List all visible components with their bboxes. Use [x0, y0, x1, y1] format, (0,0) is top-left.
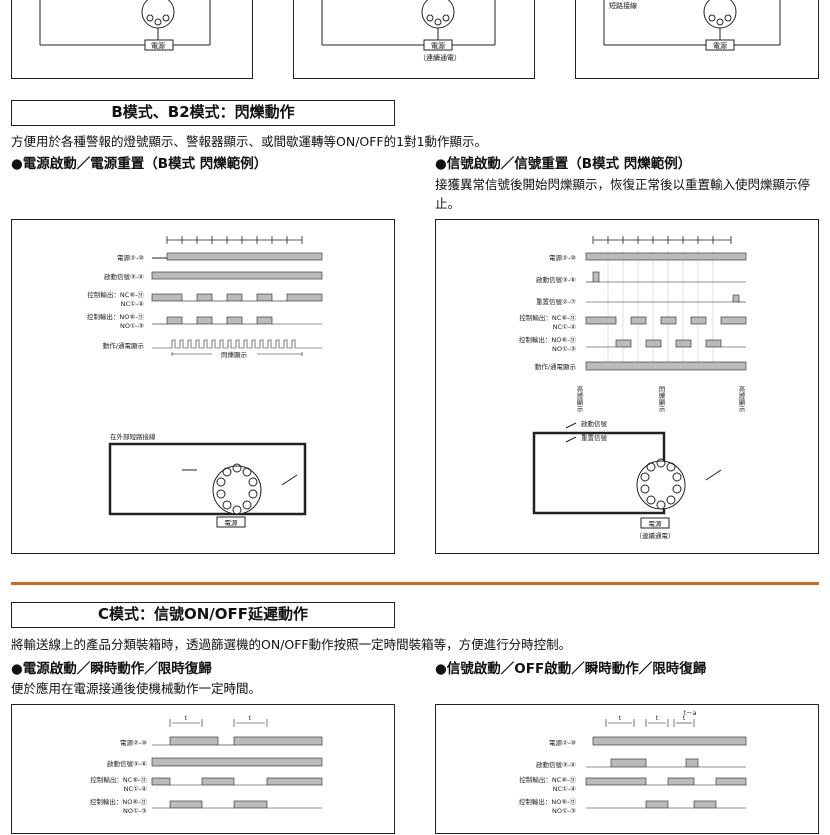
c-left-start-trace [151, 757, 323, 767]
c-left-t-label: t [185, 714, 188, 722]
b-left-timing-svg: 電源②-⑩ 啟動信號③-⑥ 控制輸出：NC⑧-⑪ NC①-④ 控制輸出：NO⑧-… [87, 236, 323, 528]
b-right-vlabel-2: 閃爍顯示 [657, 386, 665, 413]
b-left-t-ticks [166, 236, 303, 244]
b-right-power-label: 電源 [649, 519, 663, 528]
top-middle-continuous-label: （連續通電） [419, 54, 461, 62]
c-right-no-trace [586, 800, 746, 809]
c-right-t-label-1: t [619, 714, 622, 722]
b-right-label-start: 啟動信號③-⑥ [536, 275, 576, 284]
b-right-continuous-label: （連續通電） [636, 531, 675, 540]
b-left-label-nc1: 控制輸出：NC⑧-⑪ [87, 290, 144, 299]
c-right-timing-svg: t t t t－a 電源②-⑩ 啟動信號③-⑥ 控制輸出：NC⑧-⑪ [519, 709, 747, 815]
b-right-display-trace [585, 361, 747, 371]
c-right-nc-trace [585, 777, 747, 786]
top-middle-socket [321, 0, 496, 51]
c-right-label-start: 啟動信號③-⑥ [536, 760, 576, 769]
b-right-label-nc2: NC①-④ [553, 323, 577, 331]
section-separator [11, 582, 819, 585]
b-right-wiring [532, 422, 722, 529]
top-right-socket [603, 0, 781, 51]
b-right-t-ticks [592, 236, 732, 244]
b-right-label-no1: 控制輸出：NO⑧-⑪ [519, 335, 577, 344]
c-left-t-label-2: t [249, 714, 252, 722]
b-left-chart-box: 電源②-⑩ 啟動信號③-⑥ 控制輸出：NC⑧-⑪ NC①-④ 控制輸出：NO⑧-… [11, 219, 395, 554]
b-left-wiring [108, 442, 307, 528]
b-left-label-no1: 控制輸出：NO⑧-⑪ [87, 312, 145, 321]
b-left-label-start: 啟動信號③-⑥ [104, 272, 144, 281]
c-left-no-trace [152, 800, 322, 809]
b-left-label-no2: NO①-③ [120, 322, 144, 330]
b-right-reset-signal-label: 重置信號 [581, 433, 608, 442]
c-left-power-trace [152, 736, 323, 746]
top-left-box [11, 0, 253, 79]
c-right-chart-box: t t t t－a 電源②-⑩ 啟動信號③-⑥ 控制輸出：NC⑧-⑪ [435, 704, 819, 834]
b-right-start-trace [586, 271, 746, 283]
top-middle-power-label: 電源 [431, 42, 445, 50]
c-mode-heading: C模式：信號ON/OFF延遲動作 [11, 602, 395, 628]
b-left-subtitle: ●電源啟動／電源重置（B模式 閃爍範例） [11, 156, 268, 172]
b-right-label-power: 電源②-⑩ [549, 253, 576, 262]
b-right-description: 接獲異常信號後開始閃爍顯示，恢復正常後以重置輸入使閃爍顯示停止。 [435, 177, 811, 211]
b-right-grid [607, 250, 714, 370]
b-right-start-signal-label: 啟動信號 [581, 419, 608, 428]
c-right-ta-label: t－a [683, 709, 696, 717]
c-mode-description: 將輸送線上的產品分類裝箱時，透過篩選機的ON/OFF動作按照一定時間裝箱等，方便… [11, 637, 572, 652]
c-right-start-trace [586, 758, 746, 768]
b-right-chart-box: 電源②-⑩ 啟動信號③-⑥ 重置信號②-⑦ 控制輸出：NC⑧-⑪ NC①-④ 控… [435, 219, 819, 554]
c-left-label-power: 電源②-⑩ [120, 738, 147, 747]
b-mode-heading: B模式、B2模式：閃爍動作 [11, 100, 395, 126]
c-left-label-nc1: 控制輸出：NC⑧-⑪ [90, 775, 147, 784]
c-right-label-power: 電源②-⑩ [549, 738, 576, 747]
b-right-label-display: 動作/通電顯示 [535, 362, 577, 371]
b-right-vlabel-3: 亮燈顯示 [737, 385, 745, 413]
c-left-description: 便於應用在電源接通後使機械動作一定時間。 [11, 681, 262, 696]
b-right-nc-trace [585, 316, 747, 325]
b-left-display-trace [152, 339, 322, 356]
c-left-label-no1: 控制輸出：NO⑧-⑪ [90, 797, 148, 806]
b-right-vlabel-1: 亮燈顯示 [575, 385, 583, 413]
c-right-t-markers [605, 719, 695, 727]
c-right-power-trace [592, 736, 747, 746]
b-left-label-display: 動作/通電顯示 [103, 341, 145, 350]
c-left-t-markers [169, 719, 268, 727]
top-right-power-label: 電源 [713, 42, 727, 50]
b-left-power-trace [152, 252, 323, 261]
b-left-start-trace [151, 271, 323, 280]
b-right-subtitle: ●信號啟動／信號重置（B模式 閃爍範例） [435, 156, 692, 172]
c-left-timing-svg: t t 電源②-⑩ 啟動信號③-⑥ 控制輸出：NC⑧-⑪ NC①-④ 控制輸出：… [90, 714, 323, 815]
c-left-nc-trace [151, 777, 323, 786]
b-left-wiring-label: 在外部短路接線 [110, 432, 156, 441]
c-left-chart-box: t t 電源②-⑩ 啟動信號③-⑥ 控制輸出：NC⑧-⑪ NC①-④ 控制輸出：… [11, 704, 395, 834]
b-right-reset-trace [586, 294, 746, 303]
b-right-label-nc1: 控制輸出：NC⑧-⑪ [519, 313, 576, 322]
c-right-t-label-3: t [683, 714, 686, 722]
b-mode-description: 方便用於各種警報的燈號顯示、警報器顯示、或間歇運轉等ON/OFF的1對1動作顯示… [11, 134, 488, 149]
c-left-label-start: 啟動信號③-⑥ [107, 759, 147, 768]
top-left-socket [39, 0, 211, 51]
b-left-power-label: 電源 [225, 518, 239, 527]
top-left-power-label: 電源 [151, 42, 165, 50]
c-right-label-no2: NO①-③ [552, 807, 576, 815]
top-right-wiring-label: 短路接線 [609, 2, 637, 10]
b-right-timing-svg: 電源②-⑩ 啟動信號③-⑥ 重置信號②-⑦ 控制輸出：NC⑧-⑪ NC①-④ 控… [519, 236, 747, 540]
c-left-subtitle: ●電源啟動／瞬時動作／限時復歸 [11, 661, 212, 677]
c-right-label-nc2: NC①-④ [553, 785, 577, 793]
c-left-label-nc2: NC①-④ [124, 785, 148, 793]
b-left-flash-label: 閃爍顯示 [221, 350, 248, 359]
c-right-label-no1: 控制輸出：NO⑧-⑪ [519, 797, 577, 806]
b-left-no-trace [152, 316, 322, 325]
b-right-no-trace [586, 339, 746, 348]
b-left-nc-trace [151, 293, 323, 302]
b-left-label-nc2: NC①-④ [121, 300, 145, 308]
c-right-t-label-2: t [656, 714, 659, 722]
top-right-box [575, 0, 819, 79]
b-left-label-power: 電源②-⑩ [117, 253, 144, 262]
c-right-subtitle: ●信號啟動／OFF啟動／瞬時動作／限時復歸 [435, 661, 707, 677]
c-left-label-no2: NO①-③ [123, 807, 147, 815]
b-right-label-reset: 重置信號②-⑦ [536, 297, 576, 306]
c-right-label-nc1: 控制輸出：NC⑧-⑪ [519, 775, 576, 784]
b-right-power-trace [585, 252, 747, 261]
b-right-label-no2: NO①-③ [552, 345, 576, 353]
